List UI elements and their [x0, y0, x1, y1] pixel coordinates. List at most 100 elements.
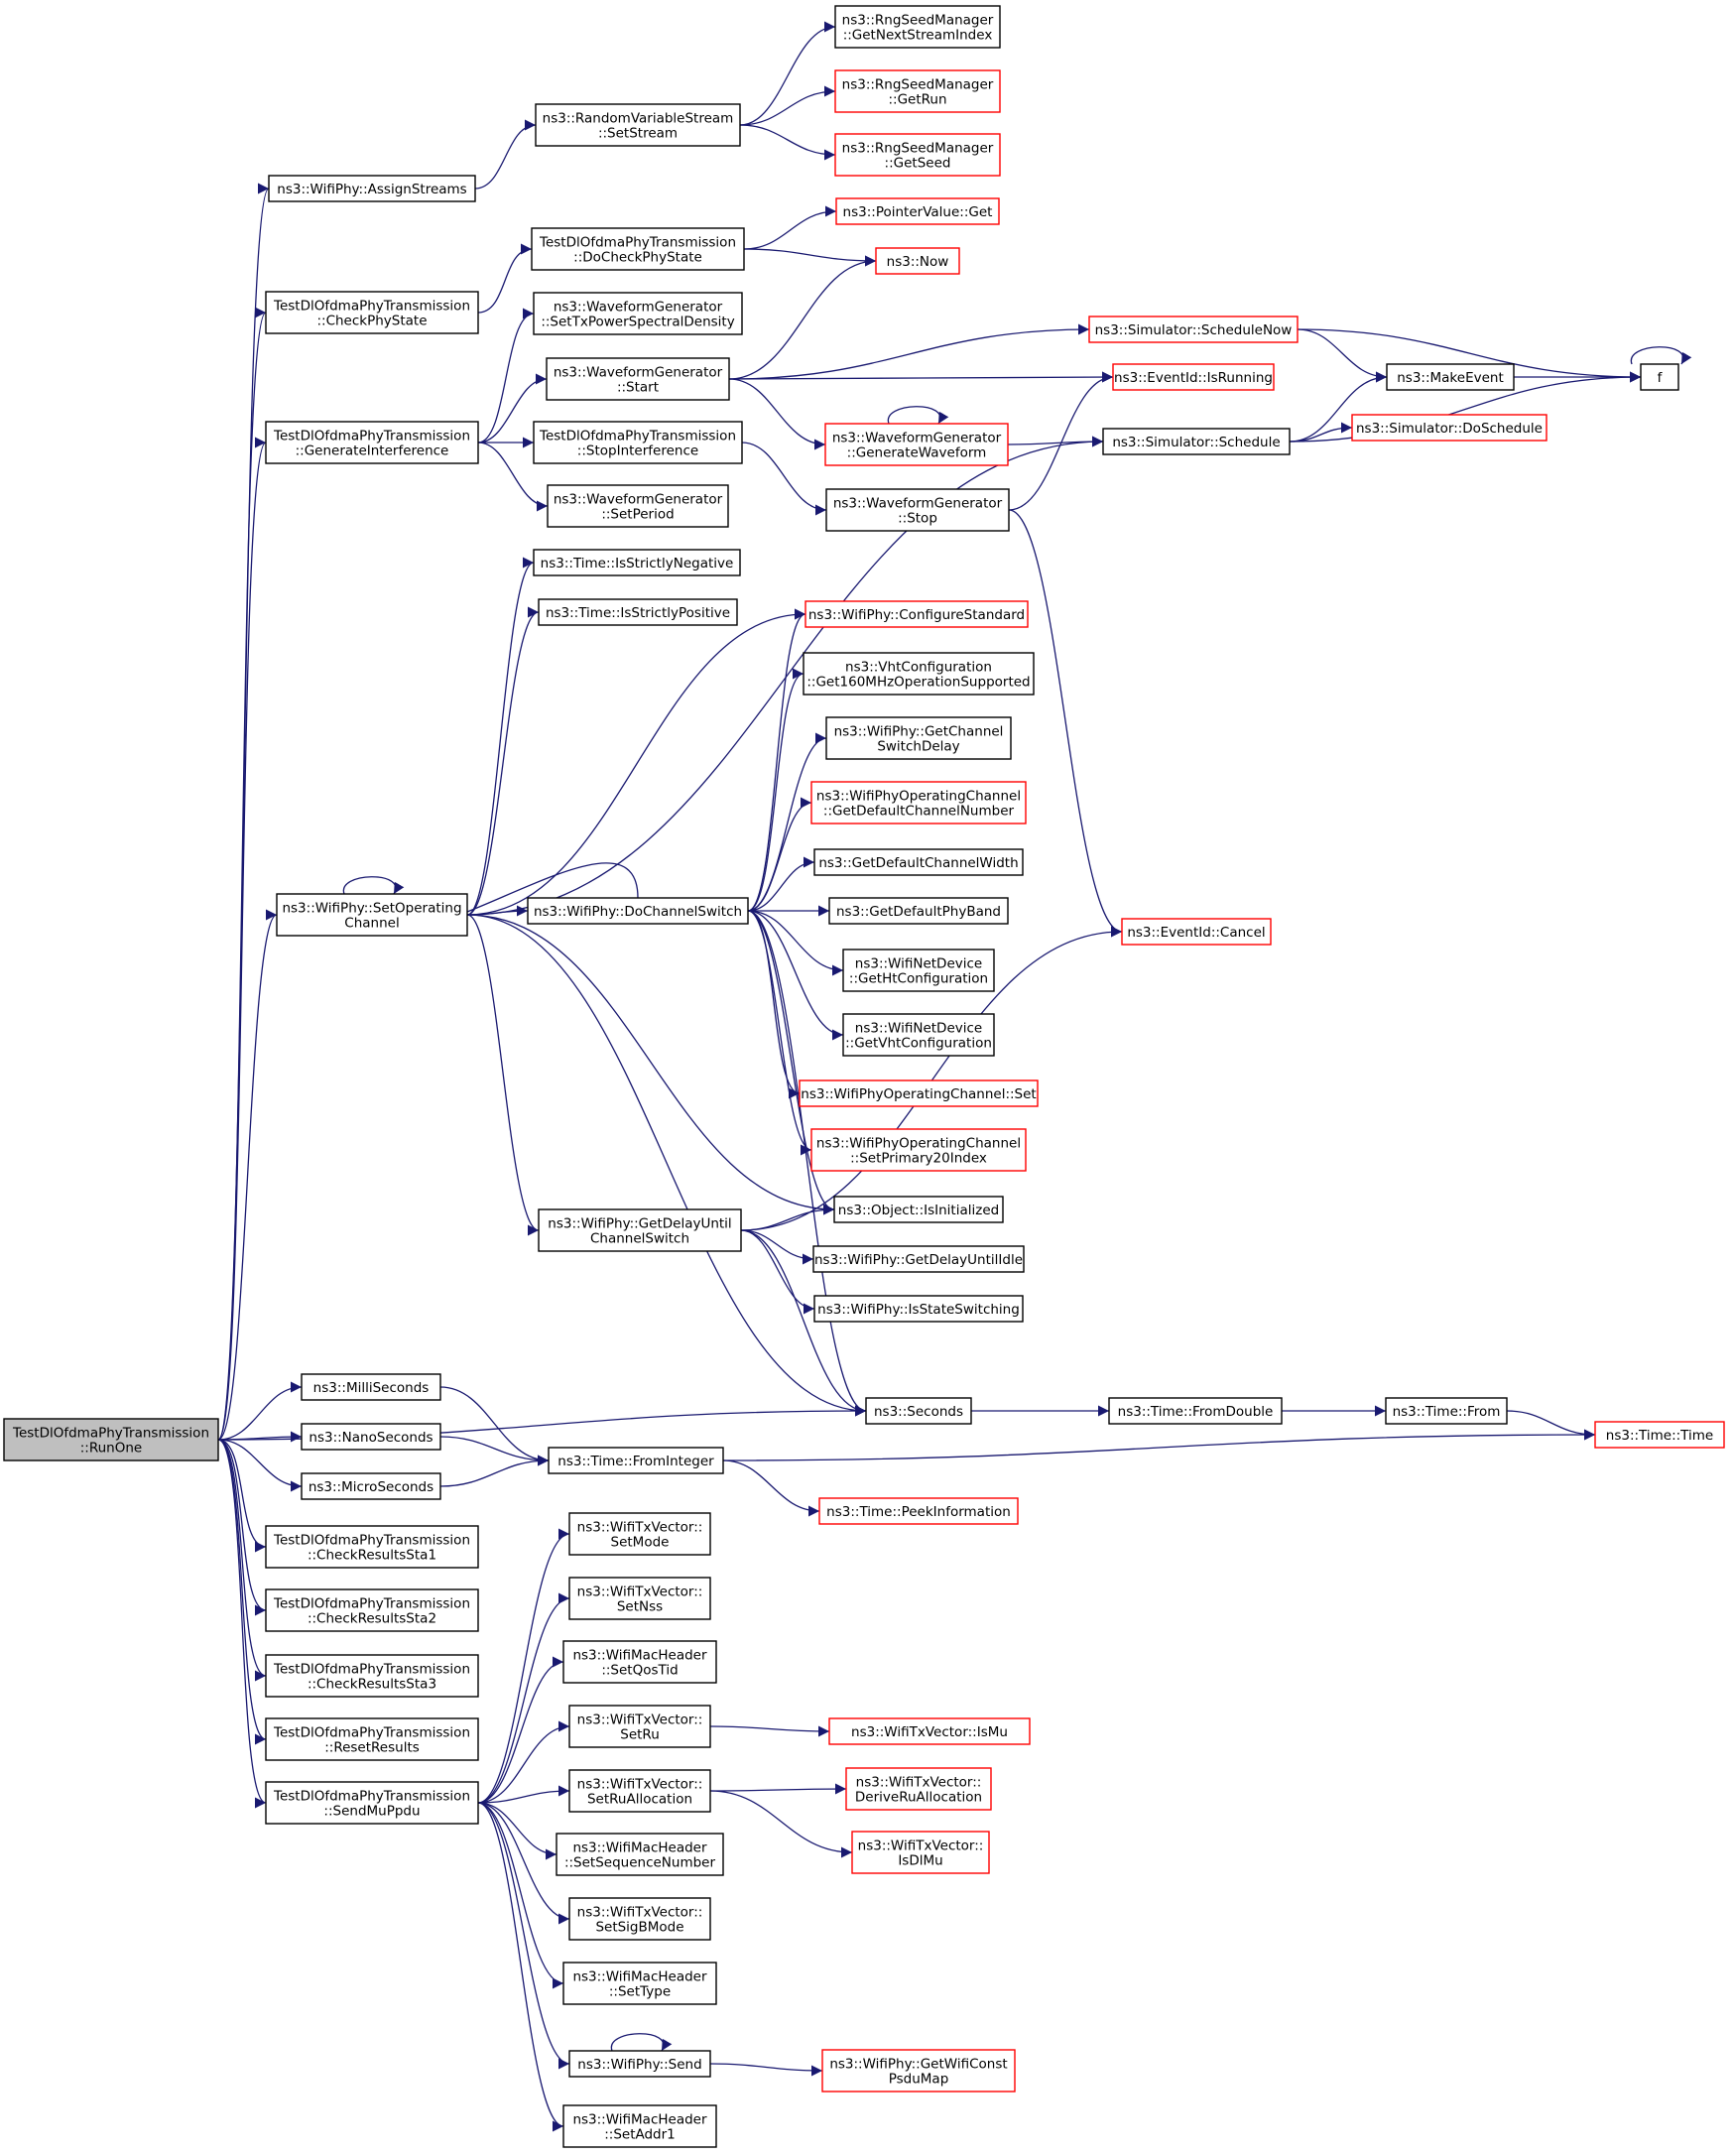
node-label: ns3::Simulator::Schedule	[1112, 435, 1280, 450]
node-box	[818, 1497, 1019, 1525]
node-checkresultssta3[interactable]: TestDlOfdmaPhyTransmission::CheckResults…	[265, 1654, 479, 1698]
node-microseconds[interactable]: ns3::MicroSeconds	[301, 1472, 441, 1500]
node-generatewaveform[interactable]: ns3::WaveformGenerator::GenerateWaveform	[824, 423, 1009, 466]
node-getvhtconfiguration[interactable]: ns3::WifiNetDevice::GetVhtConfiguration	[842, 1013, 995, 1057]
node-fromdouble[interactable]: ns3::Time::FromDouble	[1108, 1397, 1283, 1425]
node-runone[interactable]: TestDlOfdmaPhyTransmission::RunOne	[3, 1418, 219, 1461]
node-label: ns3::Time::PeekInformation	[826, 1504, 1011, 1520]
node-box	[538, 598, 738, 626]
edge-setoperatingchannel-to-dochannelswitch	[466, 905, 529, 917]
node-box	[568, 1897, 711, 1941]
edge-physend-to-getwificonstpsdumap	[709, 2063, 823, 2077]
node-opchannelset[interactable]: ns3::WifiPhyOperatingChannel::Set	[799, 1079, 1039, 1107]
node-setmode[interactable]: ns3::WifiTxVector::SetMode	[568, 1512, 711, 1556]
node-settxpsd[interactable]: ns3::WaveformGenerator::SetTxPowerSpectr…	[533, 292, 743, 335]
node-gethtconfiguration[interactable]: ns3::WifiNetDevice::GetHtConfiguration	[842, 949, 995, 992]
edge-runone-to-sendmuppdu	[217, 1439, 267, 1809]
node-setstream[interactable]: ns3::RandomVariableStream::SetStream	[535, 103, 741, 147]
node-seconds[interactable]: ns3::Seconds	[865, 1397, 972, 1425]
node-label: ns3::RandomVariableStream	[543, 111, 734, 127]
node-wgstop[interactable]: ns3::WaveformGenerator::Stop	[825, 488, 1010, 532]
node-assignstreams[interactable]: ns3::WifiPhy::AssignStreams	[268, 175, 476, 202]
node-milliseconds[interactable]: ns3::MilliSeconds	[301, 1373, 441, 1401]
node-box	[265, 1717, 479, 1761]
node-checkresultssta2[interactable]: TestDlOfdmaPhyTransmission::CheckResults…	[265, 1588, 479, 1632]
node-wgstart[interactable]: ns3::WaveformGenerator::Start	[546, 357, 730, 401]
node-box	[828, 897, 1009, 925]
node-checkphystate[interactable]: TestDlOfdmaPhyTransmission::CheckPhyStat…	[265, 291, 479, 334]
node-getdefaultchannelnumber[interactable]: ns3::WifiPhyOperatingChannel::GetDefault…	[810, 781, 1027, 824]
node-eventcancel[interactable]: ns3::EventId::Cancel	[1121, 918, 1272, 946]
node-isstrictlypositive[interactable]: ns3::Time::IsStrictlyPositive	[538, 598, 738, 626]
node-frominteger[interactable]: ns3::Time::FromInteger	[548, 1447, 724, 1474]
node-timefrom[interactable]: ns3::Time::From	[1385, 1397, 1508, 1425]
node-box	[833, 1196, 1004, 1223]
edge-generateinterference-to-setperiod	[477, 442, 549, 512]
node-setru[interactable]: ns3::WifiTxVector::SetRu	[568, 1705, 711, 1748]
node-box	[1385, 1397, 1508, 1425]
node-ismu[interactable]: ns3::WifiTxVector::IsMu	[828, 1717, 1031, 1745]
node-box	[803, 652, 1035, 696]
node-makeevent[interactable]: ns3::MakeEvent	[1386, 363, 1515, 391]
node-getdelayuntilidle[interactable]: ns3::WifiPhy::GetDelayUntilIdle	[812, 1245, 1025, 1273]
node-setsequencenumber[interactable]: ns3::WifiMacHeader::SetSequenceNumber	[556, 1833, 724, 1876]
edge-setoperatingchannel-to-isinitialized	[466, 914, 835, 1215]
node-label: ns3::WifiTxVector::	[577, 1777, 703, 1793]
node-nanoseconds[interactable]: ns3::NanoSeconds	[301, 1423, 441, 1451]
edge-sendmuppdu-to-setru	[477, 1720, 570, 1804]
node-setnss[interactable]: ns3::WifiTxVector::SetNss	[568, 1577, 711, 1620]
node-label: TestDlOfdmaPhyTransmission	[273, 1662, 470, 1678]
node-timetime[interactable]: ns3::Time::Time	[1594, 1421, 1725, 1449]
edge-getdelayuntilchannelswitch-to-getdelayuntilidle	[740, 1229, 814, 1265]
edge-schedulenow-to-makeevent	[1297, 328, 1388, 383]
node-isinitialized[interactable]: ns3::Object::IsInitialized	[833, 1196, 1004, 1223]
node-getdefaultphyband[interactable]: ns3::GetDefaultPhyBand	[828, 897, 1009, 925]
node-now[interactable]: ns3::Now	[875, 247, 960, 275]
node-label: ns3::WifiPhy::Send	[577, 2057, 701, 2073]
node-f[interactable]: f	[1640, 363, 1679, 391]
node-getnextstreamindex[interactable]: ns3::RngSeedManager::GetNextStreamIndex	[834, 5, 1001, 49]
node-doschedule[interactable]: ns3::Simulator::DoSchedule	[1351, 414, 1547, 442]
node-label: ::Stop	[898, 511, 937, 527]
node-setaddr1[interactable]: ns3::WifiMacHeader::SetAddr1	[562, 2104, 717, 2148]
node-stopinterference[interactable]: TestDlOfdmaPhyTransmission::StopInterfer…	[533, 421, 743, 464]
node-isrunning[interactable]: ns3::EventId::IsRunning	[1112, 363, 1275, 391]
node-getrun[interactable]: ns3::RngSeedManager::GetRun	[834, 69, 1001, 113]
node-deriveruallocation[interactable]: ns3::WifiTxVector::DeriveRuAllocation	[845, 1767, 992, 1811]
node-isstrictlynegative[interactable]: ns3::Time::IsStrictlyNegative	[533, 549, 741, 576]
edge-wgstop-to-isrunning	[1008, 371, 1114, 511]
node-getseed[interactable]: ns3::RngSeedManager::GetSeed	[834, 133, 1001, 177]
node-physend[interactable]: ns3::WifiPhy::Send	[568, 2050, 711, 2078]
node-get160mhz[interactable]: ns3::VhtConfiguration::Get160MHzOperatio…	[803, 652, 1035, 696]
node-settype[interactable]: ns3::WifiMacHeader::SetType	[562, 1962, 717, 2005]
node-setruallocation[interactable]: ns3::WifiTxVector::SetRuAllocation	[568, 1769, 711, 1813]
node-schedulenow[interactable]: ns3::Simulator::ScheduleNow	[1088, 316, 1299, 343]
node-configurestandard[interactable]: ns3::WifiPhy::ConfigureStandard	[805, 600, 1029, 628]
node-dochannelswitch[interactable]: ns3::WifiPhy::DoChannelSwitch	[527, 897, 749, 925]
node-isdlmu[interactable]: ns3::WifiTxVector::IsDlMu	[851, 1831, 990, 1874]
node-checkresultssta1[interactable]: TestDlOfdmaPhyTransmission::CheckResults…	[265, 1525, 479, 1569]
edge-setruallocation-to-deriveruallocation	[709, 1783, 847, 1795]
node-label: ns3::WifiMacHeader	[572, 1648, 707, 1664]
node-box	[268, 175, 476, 202]
node-setqostid[interactable]: ns3::WifiMacHeader::SetQosTid	[562, 1640, 717, 1684]
node-sendmuppdu[interactable]: TestDlOfdmaPhyTransmission::SendMuPpdu	[265, 1781, 479, 1825]
node-isstateswitching[interactable]: ns3::WifiPhy::IsStateSwitching	[813, 1295, 1024, 1323]
node-schedule[interactable]: ns3::Simulator::Schedule	[1102, 428, 1291, 455]
node-label: ns3::WifiPhy::DoChannelSwitch	[534, 904, 742, 920]
node-pointervalueget[interactable]: ns3::PointerValue::Get	[835, 197, 1000, 225]
node-label: ns3::WifiPhy::GetChannel	[834, 724, 1004, 740]
node-getdefaultchannelwidth[interactable]: ns3::GetDefaultChannelWidth	[813, 848, 1024, 876]
node-setperiod[interactable]: ns3::WaveformGenerator::SetPeriod	[547, 484, 729, 528]
node-setsigbmode[interactable]: ns3::WifiTxVector::SetSigBMode	[568, 1897, 711, 1941]
node-peekinformation[interactable]: ns3::Time::PeekInformation	[818, 1497, 1019, 1525]
node-generateinterference[interactable]: TestDlOfdmaPhyTransmission::GenerateInte…	[265, 421, 479, 464]
node-setprimary20index[interactable]: ns3::WifiPhyOperatingChannel::SetPrimary…	[810, 1128, 1027, 1172]
node-resetresults[interactable]: TestDlOfdmaPhyTransmission::ResetResults	[265, 1717, 479, 1761]
node-label: SetNss	[617, 1599, 663, 1615]
node-docheckphystate[interactable]: TestDlOfdmaPhyTransmission::DoCheckPhySt…	[531, 227, 745, 271]
